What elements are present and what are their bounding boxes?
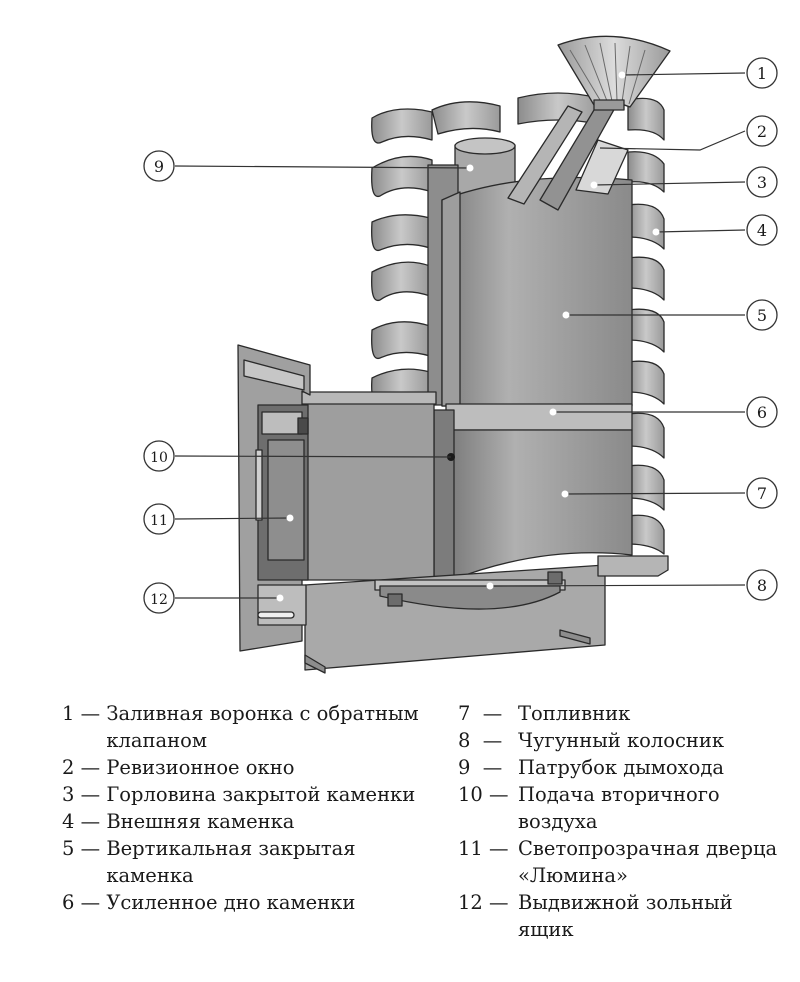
stove-illustration (237, 35, 671, 674)
glass-door-lumina (255, 404, 309, 581)
legend-item: 7 — Топливник (458, 702, 631, 725)
legend-item: 3 — Горловина закрытой каменки (62, 783, 416, 806)
svg-text:8: 8 (757, 576, 767, 595)
svg-text:10: 10 (150, 450, 168, 466)
firebox-side-chamber (299, 399, 435, 581)
callout-2: 2 (746, 115, 778, 147)
callout-leader-lines (174, 72, 746, 599)
legend-item: 12 — Выдвижной зольный ящик (458, 891, 733, 941)
callout-10: 10 (143, 440, 175, 472)
callout-11: 11 (143, 503, 175, 535)
legend-item: 9 — Патрубок дымохода (458, 756, 725, 779)
callout-1: 1 (746, 57, 778, 89)
heater-left-edge (441, 191, 461, 407)
svg-text:9: 9 (154, 157, 164, 176)
parts-legend: 1 — Заливная воронка с обратным клапаном… (0, 700, 800, 982)
legend-item: 10 — Подача вторичного воздуха (458, 783, 720, 833)
legend-item: 6 — Усиленное дно каменки (62, 891, 356, 914)
svg-text:11: 11 (150, 513, 168, 529)
legend-item: 8 — Чугунный колосник (458, 729, 725, 752)
vertical-closed-heater (441, 176, 633, 407)
callout-anchor-dots (276, 71, 660, 602)
stove-base-leg (304, 629, 591, 674)
callout-6: 6 (746, 396, 778, 428)
callout-3: 3 (746, 166, 778, 198)
legend-item: 4 — Внешняя каменка (62, 810, 295, 833)
callout-12: 12 (143, 582, 175, 614)
callout-7: 7 (746, 477, 778, 509)
svg-text:4: 4 (757, 221, 767, 240)
outer-heater-right-bands (627, 97, 665, 555)
base-right-shelf (597, 555, 669, 577)
svg-text:1: 1 (757, 64, 767, 83)
svg-text:12: 12 (150, 592, 168, 608)
legend-column-left: 1 — Заливная воронка с обратным клапаном… (62, 700, 422, 916)
legend-column-right: 7 — Топливник 8 — Чугунный колосник 9 — … (458, 700, 788, 943)
legend-item: 1 — Заливная воронка с обратным клапаном (62, 702, 419, 752)
svg-text:2: 2 (757, 122, 767, 141)
callout-markers: 1 2 3 4 5 6 7 8 9 10 11 12 (143, 57, 778, 614)
revision-window-pipe (507, 105, 583, 205)
callout-8: 8 (746, 569, 778, 601)
svg-text:5: 5 (757, 306, 767, 325)
callout-5: 5 (746, 299, 778, 331)
svg-text:3: 3 (757, 173, 767, 192)
stove-cutaway-diagram: 1 2 3 4 5 6 7 8 9 10 11 12 (143, 35, 778, 674)
legend-item: 11 — Светопрозрачная дверца «Люмина» (458, 837, 778, 887)
cast-iron-grate (374, 571, 566, 610)
firebox-left-wall (433, 409, 455, 581)
ash-drawer (257, 584, 307, 626)
callout-4: 4 (746, 214, 778, 246)
svg-text:6: 6 (757, 403, 767, 422)
heater-throat (575, 139, 629, 195)
svg-text:7: 7 (757, 484, 767, 503)
callout-9: 9 (143, 150, 175, 182)
legend-item: 2 — Ревизионное окно (62, 756, 295, 779)
reinforced-heater-bottom (445, 403, 633, 431)
legend-item: 5 — Вертикальная закрытая каменка (62, 837, 356, 887)
